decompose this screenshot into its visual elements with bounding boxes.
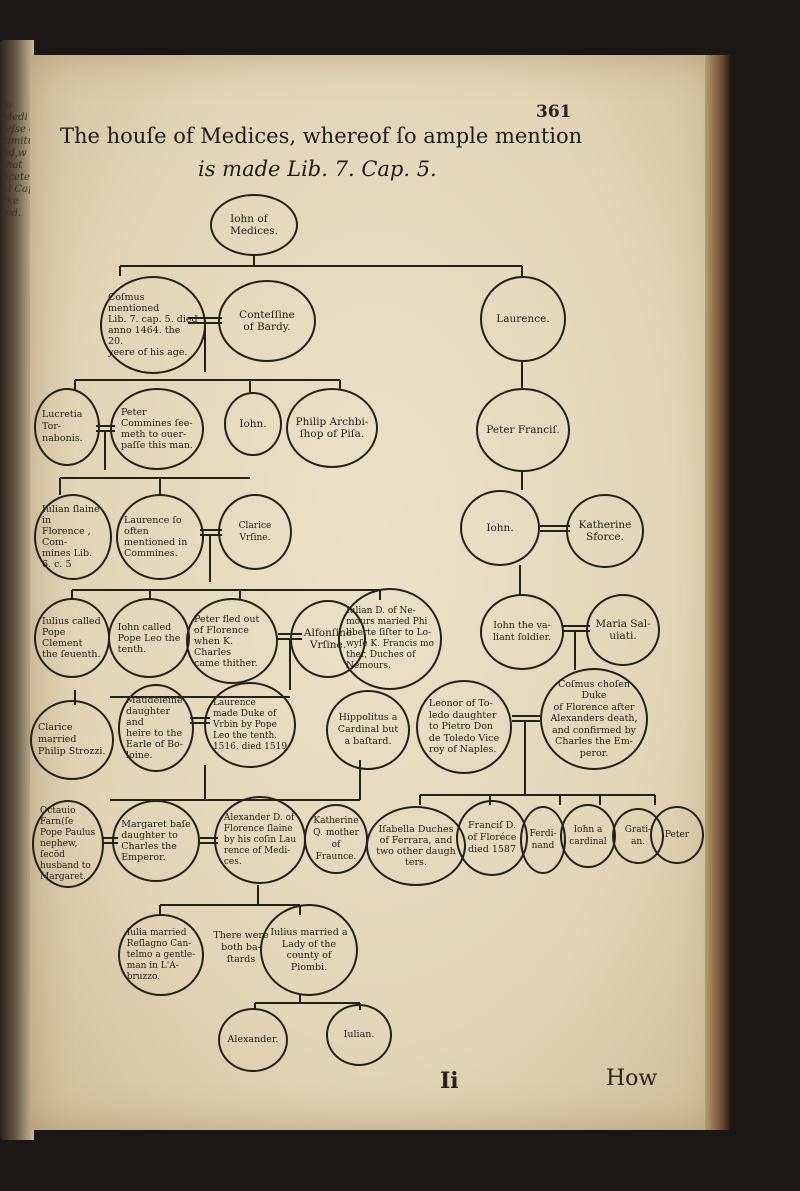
- tree-node-leonor: Leonor of To- ledo daughter to Pietro Do…: [416, 680, 512, 774]
- node-label: Iohn.: [486, 522, 514, 534]
- page-edge: [705, 55, 730, 1130]
- node-label: Peter Franciſ.: [486, 424, 560, 436]
- node-label: Franciſ D. of Floréce died 1587: [467, 820, 517, 855]
- tree-node-iulius-married: Iulius married a Lady of the county of P…: [260, 904, 358, 996]
- node-label: Leonor of To- ledo daughter to Pietro Do…: [428, 698, 500, 756]
- tree-node-iulia: Iulia married Reſlagno Can- telmo a gent…: [118, 914, 204, 996]
- node-label: Iulius married a Lady of the county of P…: [270, 927, 348, 973]
- node-label: Iohn the va- liant ſoldier.: [492, 620, 552, 643]
- node-label: Philip Archbi- ſhop of Piſa.: [295, 416, 369, 440]
- tree-node-alexander: Alexander.: [218, 1008, 288, 1072]
- tree-node-hippolitus: Hippolitus a Cardinal but a baſtard.: [326, 690, 410, 770]
- node-label: Iohn called Pope Leo the tenth.: [117, 621, 181, 655]
- node-label: Coſmus mentioned Lib. 7. cap. 5. died an…: [108, 292, 198, 358]
- note-bastards: There were both ba- ſtards: [213, 930, 269, 965]
- tree-node-iohn-valiant: Iohn the va- liant ſoldier.: [480, 594, 564, 670]
- catchword: How: [606, 1066, 658, 1091]
- page-subtitle: is made Lib. 7. Cap. 5.: [198, 157, 437, 181]
- tree-node-maudeleine: Maudeleine daughter and heire to the Ear…: [118, 684, 194, 772]
- tree-node-iulius-clement: Iulius called Pope Clement the ſeuenth.: [34, 598, 110, 678]
- tree-node-francis: Franciſ D. of Floréce died 1587: [456, 800, 528, 876]
- tree-node-alexander-duke: Alexander D. of Florence ſlaine by his c…: [214, 796, 306, 884]
- tree-node-iohn-leo: Iohn called Pope Leo the tenth.: [108, 598, 190, 678]
- node-label: Octauio Farn(ſe Pope Paulus nephew, ſecō…: [40, 805, 96, 882]
- tree-node-iulian-last: Iulian.: [326, 1004, 392, 1066]
- node-label: Katherine Sforce.: [578, 519, 632, 543]
- signature-mark: Ii: [440, 1068, 459, 1094]
- tree-node-clarice-vrsine: Clarice Vrſine.: [218, 494, 292, 570]
- page-title: The houſe of Medices, whereof ſo ample m…: [60, 124, 583, 148]
- tree-node-octavius: Octauio Farn(ſe Pope Paulus nephew, ſecō…: [32, 800, 104, 888]
- node-label: Iulian D. of Ne- mours maried Phi libert…: [346, 606, 434, 671]
- tree-node-ferdinand: Ferdi- nand: [520, 806, 566, 874]
- node-label: Clarice married Philip Strozzi.: [38, 722, 106, 757]
- tree-node-laurence-duke: Laurence made Duke of Vrbin by Pope Leo …: [204, 682, 296, 768]
- tree-node-peter-last: Peter: [650, 806, 704, 864]
- tree-node-contessina: Conteſſine of Bardy.: [218, 280, 316, 362]
- tree-node-katherine-queen: Katherine Q. mother of Fraunce.: [304, 804, 368, 874]
- node-label: Coſmus choſen Duke of Florence after Ale…: [550, 678, 638, 759]
- tree-node-cosmus-chosen: Coſmus choſen Duke of Florence after Ale…: [540, 668, 648, 770]
- tree-node-cosmus: Coſmus mentioned Lib. 7. cap. 5. died an…: [100, 276, 206, 374]
- tree-node-maria-salviati: Maria Sal- uiati.: [586, 594, 660, 666]
- node-label: Iohn of Medices.: [230, 213, 278, 237]
- tree-node-alfonsine: Alfonſine Vrſine.: [290, 600, 366, 678]
- tree-node-lucretia: Lucretia Tor- nabonis.: [34, 388, 100, 466]
- node-label: Hippolitus a Cardinal but a baſtard.: [337, 712, 399, 747]
- node-label: Maudeleine daughter and heire to the Ear…: [126, 695, 183, 761]
- tree-node-clarice-married: Clarice married Philip Strozzi.: [30, 700, 114, 780]
- node-label: Maria Sal- uiati.: [595, 618, 651, 642]
- node-label: Peter fled out of Florence when K. Charl…: [194, 613, 260, 669]
- node-label: Iohn a cardinal: [569, 825, 607, 847]
- tree-node-peter: Peter Commines ſee- meth to ouer- paſſe …: [110, 388, 204, 470]
- tree-node-laurence-often: Laurence ſo often mentioned in Commines.: [116, 494, 204, 580]
- tree-node-iulian-nemours: Iulian D. of Ne- mours maried Phi libert…: [338, 588, 442, 690]
- node-label: Iohn.: [239, 418, 267, 430]
- tree-node-john-of-medices: Iohn of Medices.: [210, 194, 298, 256]
- tree-node-katherine-sforce: Katherine Sforce.: [566, 494, 644, 568]
- tree-node-isabella: Iſabella Duches of Ferrara, and two othe…: [366, 806, 466, 886]
- node-label: Iulius called Pope Clement the ſeuenth.: [42, 616, 101, 660]
- tree-node-iohn-cardinal: Iohn a cardinal: [560, 804, 616, 868]
- tree-node-iohn: Iohn.: [224, 392, 282, 456]
- page-number: 361: [536, 102, 572, 122]
- node-label: Conteſſine of Bardy.: [239, 309, 295, 333]
- node-label: Margaret baſe daughter to Charles the Em…: [121, 819, 191, 863]
- node-label: Katherine Q. mother of Fraunce.: [313, 816, 359, 862]
- node-label: Iulian ſlaine in Florence , Com- mines L…: [42, 504, 100, 570]
- node-label: Grati- an.: [624, 825, 652, 847]
- tree-node-iulian-slain: Iulian ſlaine in Florence , Com- mines L…: [34, 494, 112, 580]
- tree-node-peter-fled: Peter fled out of Florence when K. Charl…: [186, 598, 278, 684]
- node-label: Laurence made Duke of Vrbin by Pope Leo …: [212, 697, 288, 752]
- tree-node-iohn-3: Iohn.: [460, 490, 540, 566]
- node-label: Laurence ſo often mentioned in Commines.: [124, 515, 188, 559]
- node-label: Peter: [664, 830, 690, 840]
- node-label: Clarice Vrſine.: [238, 521, 272, 543]
- node-label: Iulia married Reſlagno Can- telmo a gent…: [126, 927, 196, 982]
- node-label: Laurence.: [496, 313, 550, 325]
- node-label: Ferdi- nand: [529, 829, 557, 851]
- tree-node-margaret: Margaret baſe daughter to Charles the Em…: [112, 800, 200, 882]
- tree-node-philip: Philip Archbi- ſhop of Piſa.: [286, 388, 378, 468]
- tree-node-peter-francis: Peter Franciſ.: [476, 388, 570, 472]
- node-label: Alexander.: [227, 1034, 279, 1045]
- node-label: Iſabella Duches of Ferrara, and two othe…: [376, 824, 456, 868]
- node-label: Peter Commines ſee- meth to ouer- paſſe …: [120, 407, 194, 451]
- node-label: Lucretia Tor- nabonis.: [42, 409, 83, 444]
- node-label: Alexander D. of Florence ſlaine by his c…: [223, 812, 297, 867]
- node-label: Iulian.: [343, 1029, 375, 1040]
- tree-node-laurence-top: Laurence.: [480, 276, 566, 362]
